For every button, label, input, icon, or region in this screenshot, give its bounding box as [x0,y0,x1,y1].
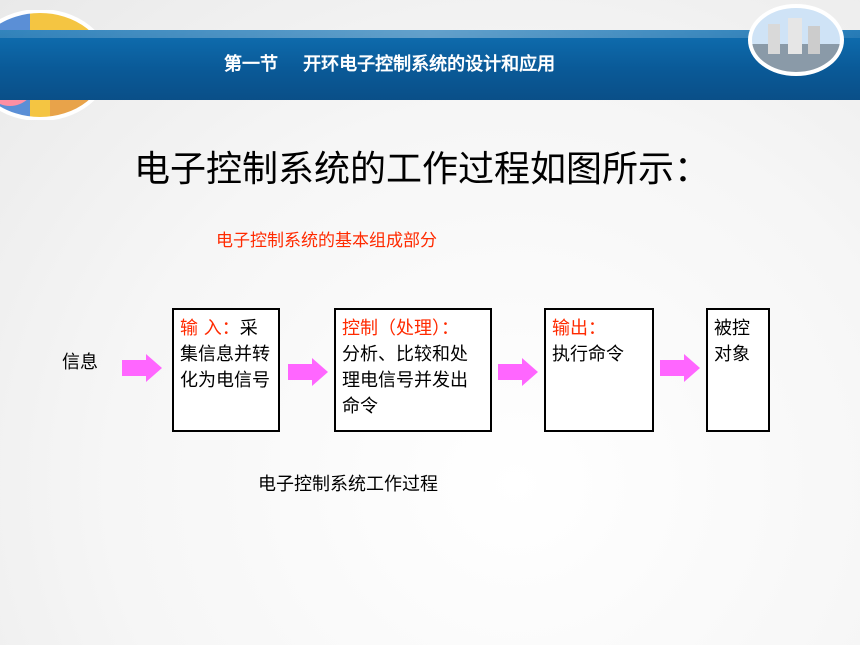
output-stage-box: 输出： 执行命令 [544,308,654,432]
controlled-object-box: 被控对象 [706,308,770,432]
controlled-object-text: 被控对象 [714,318,750,365]
input-stage-text: 采集信息并转化为电信号 [180,318,270,391]
arrow-right-icon [122,354,162,382]
control-stage-box: 控制（处理）： 分析、比较和处理电信号并发出命令 [334,308,492,432]
arrow-right-icon [660,354,700,382]
banner-stripe [0,30,860,38]
input-stage-box: 输 入：采集信息并转化为电信号 [172,308,280,432]
output-stage-heading: 输出： [552,318,606,339]
control-stage-heading: 控制（处理）： [342,318,459,339]
arrow-right-icon [288,358,328,386]
control-stage-text: 分析、比较和处理电信号并发出命令 [342,344,468,417]
header-banner [0,30,860,100]
input-signal-label: 信息 [62,352,98,373]
arrow-right-icon [498,358,538,386]
output-stage-text: 执行命令 [552,344,624,365]
diagram-subtitle: 电子控制系统的基本组成部分 [216,231,437,251]
diagram-caption: 电子控制系统工作过程 [258,474,438,495]
section-title: 第一节 开环电子控制系统的设计和应用 [224,54,556,75]
input-stage-heading: 输 入： [180,318,240,339]
main-title: 电子控制系统的工作过程如图所示： [134,149,711,190]
decorative-photo-right [748,4,844,76]
